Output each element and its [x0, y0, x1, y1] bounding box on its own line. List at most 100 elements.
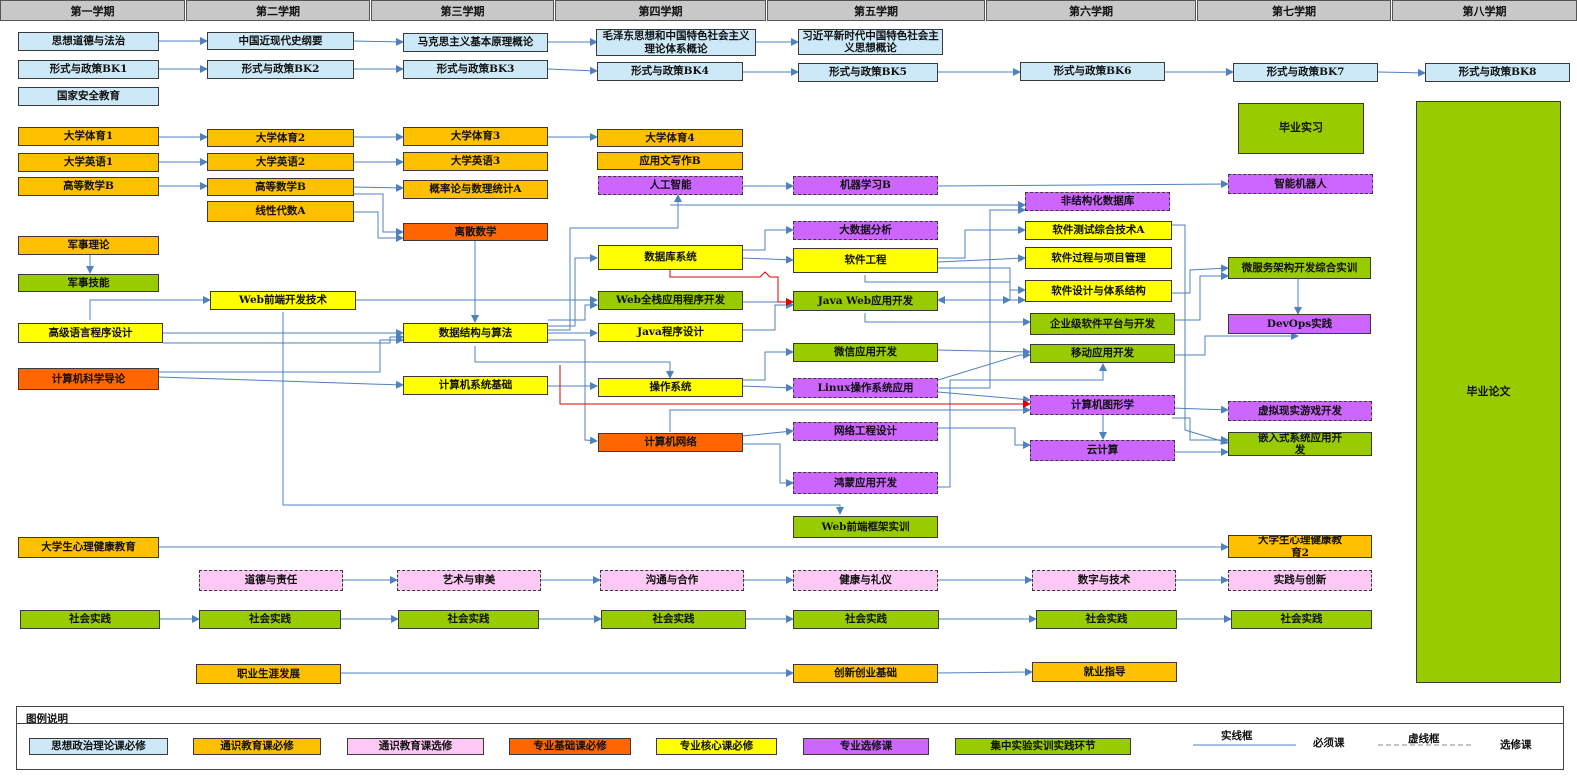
legend-dashed-label: 虚线框 [1408, 733, 1440, 745]
course-box: 社会实践 [398, 610, 539, 629]
course-box: 嵌入式系统应用开发 [1228, 432, 1372, 456]
course-box: 毕业论文 [1416, 101, 1561, 683]
semester-6-header: 第六学期 [986, 0, 1196, 21]
semester-5-header: 第五学期 [767, 0, 985, 21]
course-box: 大数据分析 [793, 221, 938, 240]
course-box: 企业级软件平台与开发 [1030, 313, 1175, 335]
course-box: 大学英语3 [403, 152, 548, 171]
course-box: 移动应用开发 [1030, 344, 1175, 363]
legend-solid-label: 实线框 [1221, 730, 1253, 742]
course-box: 社会实践 [793, 610, 939, 629]
semester-8-header: 第八学期 [1392, 0, 1577, 21]
course-box: 形式与政策BK5 [798, 63, 938, 82]
legend-panel [16, 706, 1564, 770]
course-box: 社会实践 [1036, 610, 1177, 629]
course-box: 微信应用开发 [793, 343, 938, 362]
legend-swatch-foundation: 专业基础课必修 [509, 738, 631, 755]
course-box: 形式与政策BK4 [597, 62, 743, 81]
semester-7-header: 第七学期 [1197, 0, 1391, 21]
course-box: 马克思主义基本原理概论 [403, 33, 548, 52]
course-box: 大学体育4 [597, 129, 743, 147]
course-box: 鸿蒙应用开发 [793, 472, 938, 494]
course-box: 艺术与审美 [397, 570, 541, 591]
legend-solid-line [1193, 744, 1296, 746]
legend-dashed-line [1378, 744, 1474, 746]
course-box: 健康与礼仪 [793, 570, 938, 591]
course-box: 机器学习B [793, 176, 938, 195]
course-box: 计算机科学导论 [18, 368, 159, 390]
course-box: 大学生心理健康教育2 [1228, 535, 1372, 558]
course-box: 计算机图形学 [1030, 395, 1175, 415]
course-box: 高级语言程序设计 [18, 323, 163, 343]
course-box: 人工智能 [598, 176, 743, 195]
course-box: Web前端开发技术 [210, 291, 356, 310]
course-box: 社会实践 [20, 610, 160, 629]
legend-swatch-politics: 思想政治理论课必修 [29, 738, 168, 755]
course-box: 形式与政策BK6 [1020, 62, 1165, 81]
course-box: 大学英语1 [18, 153, 159, 172]
course-box: 毕业实习 [1238, 103, 1364, 154]
course-box: 线性代数A [207, 201, 354, 222]
course-box: 就业指导 [1032, 662, 1177, 682]
legend-divider [16, 723, 1564, 724]
legend-swatch-major-elective: 专业选修课 [803, 738, 929, 755]
course-box: 虚拟现实游戏开发 [1228, 401, 1372, 421]
course-box: 微服务架构开发综合实训 [1228, 257, 1371, 279]
course-box: DevOps实践 [1228, 314, 1371, 334]
semester-2-header: 第二学期 [186, 0, 370, 21]
course-box: 数据结构与算法 [403, 323, 548, 343]
course-box: 社会实践 [601, 610, 746, 629]
semester-4-header: 第四学期 [555, 0, 766, 21]
course-box: 高等数学B [18, 177, 159, 196]
course-box: 形式与政策BK3 [403, 60, 548, 79]
course-box: 非结构化数据库 [1025, 192, 1170, 211]
course-box: 软件工程 [793, 248, 938, 273]
course-box: 实践与创新 [1228, 570, 1372, 591]
course-box: 创新创业基础 [793, 664, 938, 683]
course-box: 概率论与数理统计A [403, 180, 548, 199]
course-box: 大学体育3 [403, 127, 548, 146]
course-box: 应用文写作B [597, 152, 743, 170]
legend-swatch-general-required: 通识教育课必修 [193, 738, 321, 755]
legend-swatch-practice: 集中实验实训实践环节 [955, 738, 1131, 755]
course-box: 社会实践 [199, 610, 341, 629]
course-box: 高等数学B [207, 178, 354, 196]
course-box: 大学体育1 [18, 127, 159, 146]
course-box: 计算机网络 [598, 433, 743, 452]
course-box: 软件测试综合技术A [1025, 221, 1172, 240]
course-box: 中国近现代史纲要 [207, 32, 354, 50]
course-box: 软件设计与体系结构 [1025, 280, 1172, 302]
semester-3-header: 第三学期 [371, 0, 554, 21]
course-box: 社会实践 [1231, 610, 1372, 629]
course-box: 思想道德与法治 [18, 32, 159, 51]
course-box: 形式与政策BK1 [18, 60, 159, 79]
course-box: 操作系统 [598, 378, 743, 397]
course-box: 形式与政策BK2 [207, 60, 354, 79]
course-box: 职业生涯发展 [196, 664, 341, 684]
course-box: 形式与政策BK7 [1233, 63, 1378, 82]
semester-1-header: 第一学期 [0, 0, 185, 21]
course-box: 云计算 [1030, 440, 1175, 461]
course-box: Java程序设计 [598, 323, 743, 342]
course-box: 软件过程与项目管理 [1025, 247, 1172, 269]
course-box: Java Web应用开发 [793, 291, 938, 311]
legend-elective-label: 选修课 [1500, 739, 1532, 751]
course-box: 毛泽东思想和中国特色社会主义理论体系概论 [596, 29, 756, 56]
course-box: 计算机系统基础 [403, 376, 548, 395]
legend-title: 图例说明 [26, 713, 68, 725]
course-box: 数据库系统 [598, 245, 743, 270]
course-box: Web前端框架实训 [793, 516, 938, 538]
course-box: Linux操作系统应用 [793, 378, 938, 398]
course-box: 离散数学 [403, 223, 548, 241]
course-box: 智能机器人 [1228, 174, 1373, 194]
legend-required-label: 必须课 [1313, 737, 1345, 749]
course-box: Web全栈应用程序开发 [598, 291, 743, 310]
course-box: 形式与政策BK8 [1425, 63, 1570, 82]
legend-swatch-general-elective: 通识教育课选修 [347, 738, 484, 755]
course-box: 大学体育2 [207, 129, 354, 147]
course-box: 习近平新时代中国特色社会主义思想概论 [798, 29, 943, 55]
course-box: 军事理论 [18, 236, 159, 255]
course-box: 大学生心理健康教育 [18, 537, 159, 558]
